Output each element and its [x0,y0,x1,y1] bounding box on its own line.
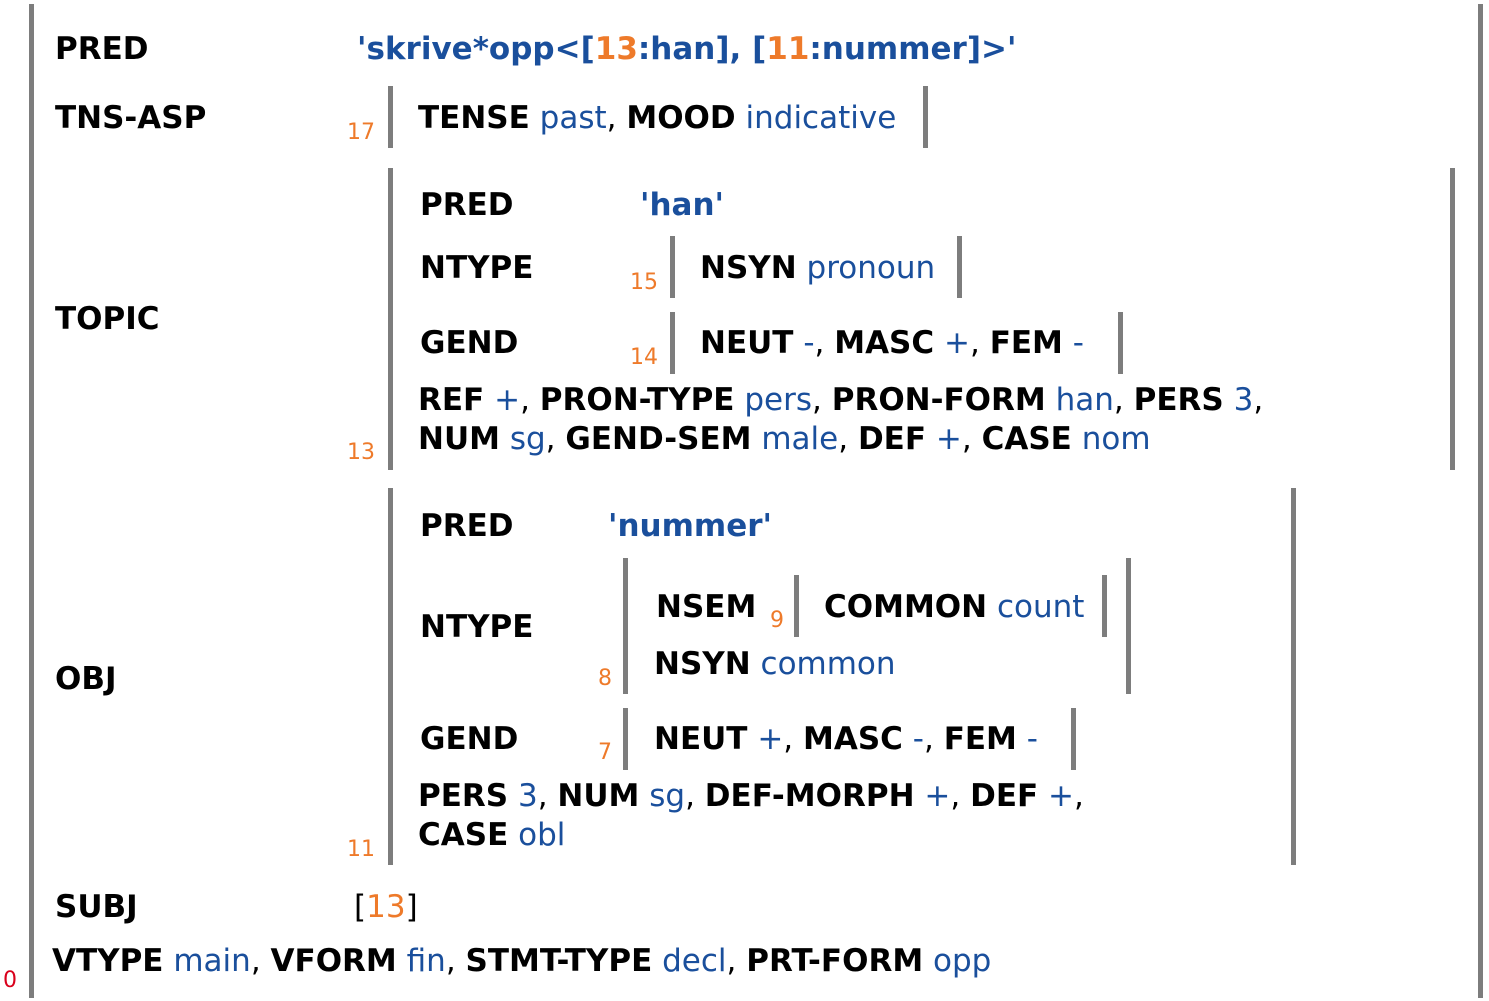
topic-gend-right-bracket [1118,312,1123,374]
outer-right-bracket [1478,4,1483,998]
topic-right-bracket [1450,168,1455,470]
obj-gend-attr: GEND [420,721,519,757]
pred-value: 'skrive*opp<[13:han], [11:nummer]>' [357,31,1017,67]
tns-asp-index: 17 [347,120,375,145]
obj-attr: OBJ [55,661,117,697]
obj-ntype-right-bracket [1126,558,1131,694]
obj-right-bracket [1291,488,1296,865]
topic-gend-features: NEUT -, MASC +, FEM - [700,325,1084,361]
topic-ref: 13 [594,31,638,67]
topic-features-line1: REF +, PRON-TYPE pers, PRON-FORM han, PE… [418,382,1264,418]
obj-nsem-attr: NSEM [656,589,757,625]
topic-pred-value: 'han' [640,187,725,223]
root-features: VTYPE main, VFORM fin, STMT-TYPE decl, P… [52,943,992,979]
topic-attr: TOPIC [55,301,160,337]
topic-pred-attr: PRED [420,187,514,223]
subj-attr: SUBJ [55,889,138,925]
topic-ntype-attr: NTYPE [420,250,534,286]
pred-attr: PRED [55,31,149,67]
obj-nsem-features: COMMON count [824,589,1085,625]
obj-features-line2: CASE obl [418,817,566,853]
topic-index: 13 [347,440,375,465]
topic-features-line2: NUM sg, GEND-SEM male, DEF +, CASE nom [418,421,1151,457]
obj-pred-attr: PRED [420,508,514,544]
obj-nsem-right-bracket [1102,575,1107,637]
topic-gend-attr: GEND [420,325,519,361]
obj-ntype-attr: NTYPE [420,609,534,645]
topic-ntype-left-bracket [670,236,675,298]
obj-pred-value: 'nummer' [608,508,773,544]
tns-asp-attr: TNS-ASP [55,100,207,136]
obj-ntype-index: 8 [598,666,612,691]
tns-asp-features: TENSE past, MOOD indicative [418,100,897,136]
topic-gend-left-bracket [670,312,675,374]
topic-ntype-features: NSYN pronoun [700,250,936,286]
root-index: 0 [3,968,17,993]
subj-value: [13] [354,889,418,925]
tns-asp-right-bracket [923,86,928,148]
obj-features-line1: PERS 3, NUM sg, DEF-MORPH +, DEF +, [418,778,1084,814]
obj-gend-left-bracket [623,708,628,770]
obj-left-bracket [388,488,393,865]
obj-gend-right-bracket [1071,708,1076,770]
outer-left-bracket [29,4,34,998]
topic-gend-index: 14 [630,345,658,370]
obj-ref: 11 [766,31,810,67]
topic-ntype-right-bracket [957,236,962,298]
obj-nsem-index: 9 [770,608,784,633]
obj-gend-features: NEUT +, MASC -, FEM - [654,721,1038,757]
subj-ref: 13 [366,889,406,925]
obj-nsem-left-bracket [794,575,799,637]
obj-ntype-left-bracket [623,558,628,694]
obj-nsyn: NSYN common [654,646,896,682]
obj-gend-index: 7 [598,740,612,765]
obj-index: 11 [347,837,375,862]
topic-ntype-index: 15 [630,270,658,295]
tns-asp-left-bracket [388,86,393,148]
topic-left-bracket [388,168,393,470]
